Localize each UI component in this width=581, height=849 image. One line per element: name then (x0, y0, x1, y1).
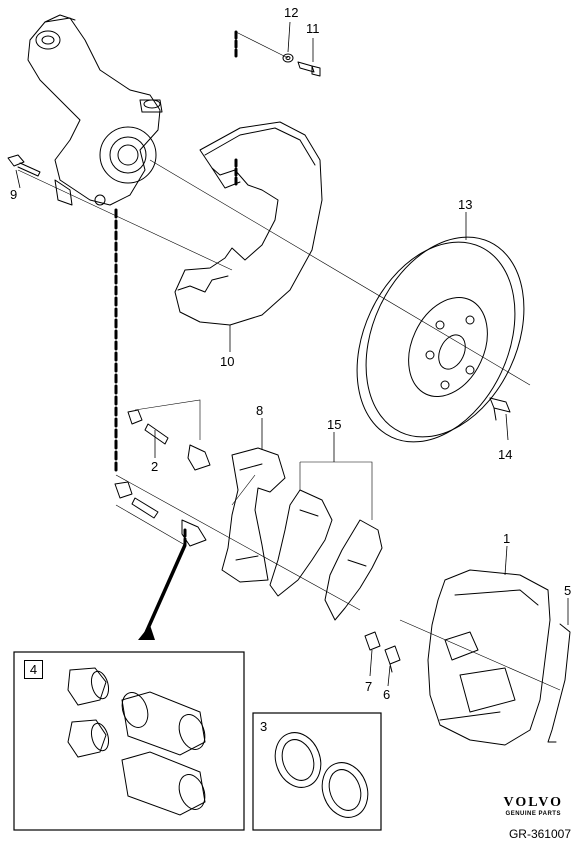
kit-pointer-arrow (138, 544, 187, 640)
kit-3-label: 3 (260, 719, 268, 734)
figure-reference: GR-361007 (508, 827, 571, 841)
bolt-9 (7, 154, 41, 177)
brake-pad-outer (324, 519, 383, 621)
callout-7: 7 (365, 679, 373, 694)
callout-1: 1 (503, 531, 511, 546)
bleed-cap-7 (364, 631, 381, 651)
callout-12: 12 (284, 5, 299, 20)
bolt-11 (297, 61, 321, 77)
callout-15: 15 (327, 417, 342, 432)
volvo-brand-mark: VOLVO GENUINE PARTS (504, 795, 564, 817)
guide-pin-set-2-upper (127, 409, 211, 471)
brake-pad-inner (269, 489, 333, 597)
kit-4-label: 4 (24, 660, 43, 679)
callout-10: 10 (220, 354, 235, 369)
guide-pin-set-2-lower (114, 481, 207, 547)
brake-disc (356, 236, 525, 443)
callout-13: 13 (458, 197, 473, 212)
steering-knuckle (27, 14, 163, 206)
callout-5: 5 (564, 583, 572, 598)
washer-12 (282, 53, 294, 63)
callout-11: 11 (306, 21, 320, 36)
caliper-bracket (221, 447, 286, 583)
bushing-kit-parts (67, 667, 206, 816)
callout-8: 8 (256, 403, 264, 418)
callout-9: 9 (10, 187, 18, 202)
kit-box-4 (13, 651, 245, 831)
disc-bolt-14 (489, 397, 511, 421)
callout-2: 2 (151, 459, 159, 474)
brake-caliper (427, 569, 551, 746)
kit-box-3 (252, 712, 382, 831)
seal-rings (274, 732, 369, 818)
bleeder-screw-6 (384, 645, 401, 673)
dust-shield (174, 121, 323, 326)
callout-6: 6 (383, 687, 391, 702)
spring-clip (547, 623, 571, 743)
callout-14: 14 (498, 447, 513, 462)
brand-tagline: GENUINE PARTS (505, 811, 561, 817)
brand-logo: VOLVO (503, 795, 563, 810)
